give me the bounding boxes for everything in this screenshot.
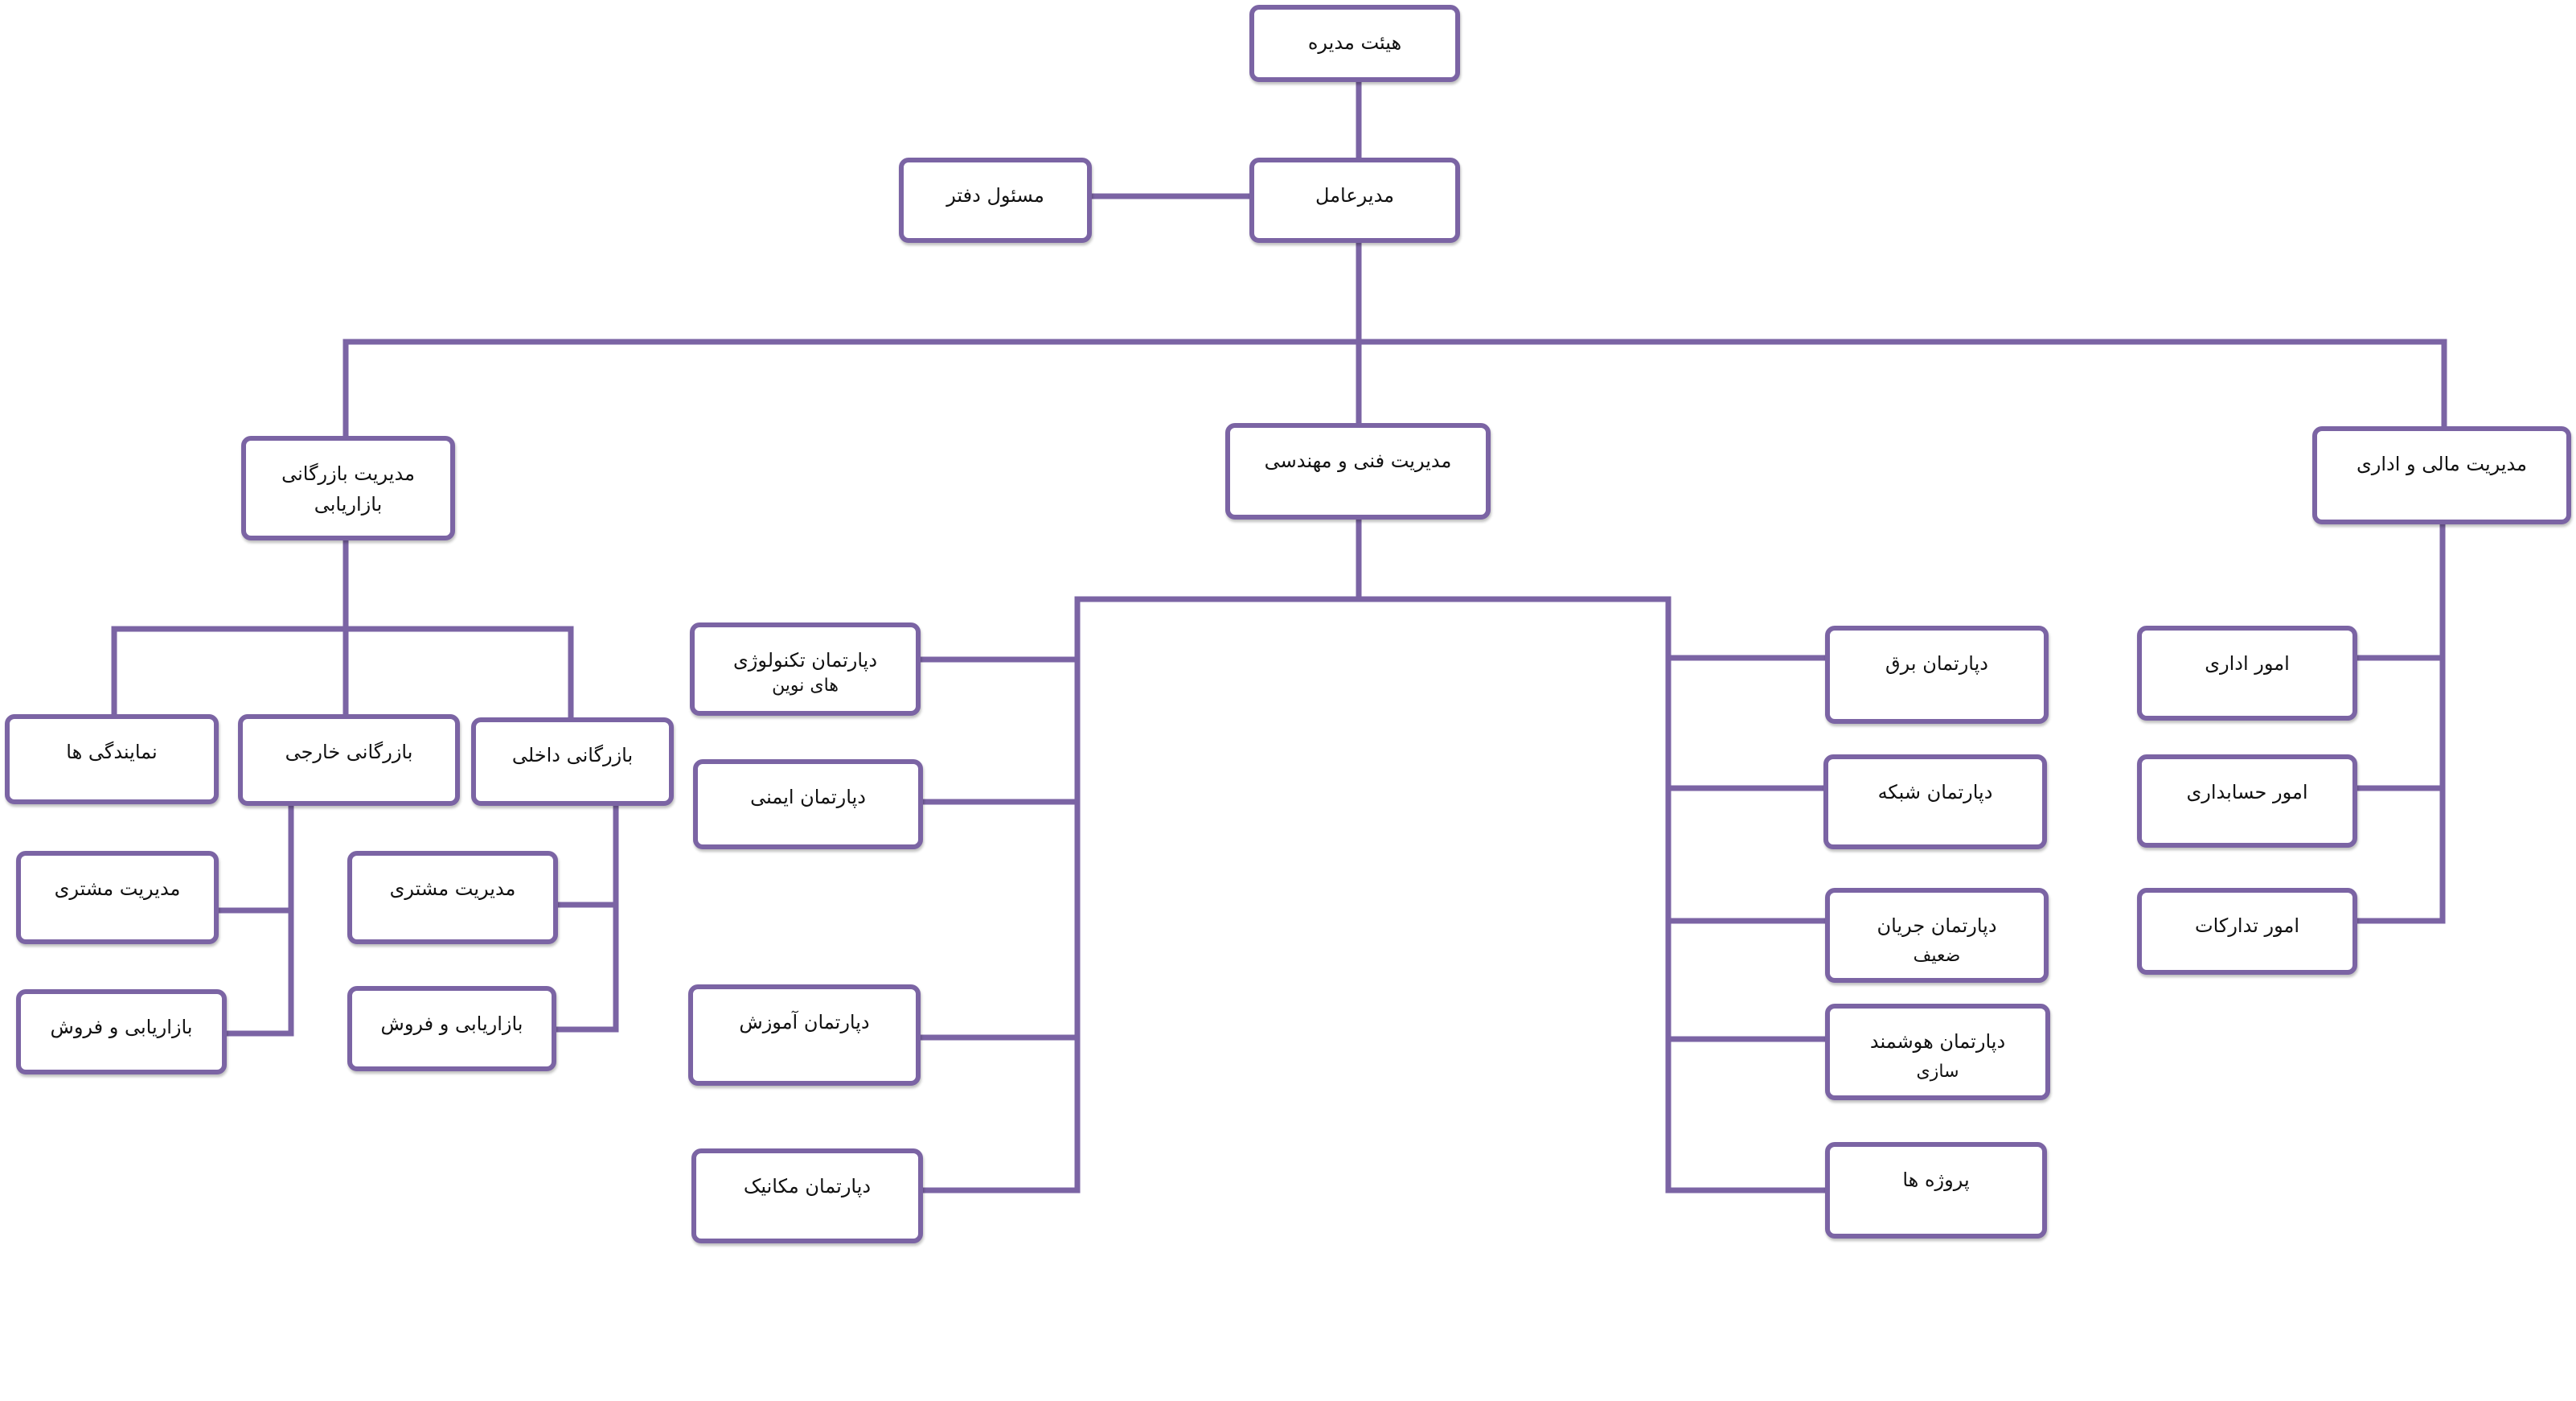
- technical-label: مدیریت فنی و مهندسی: [1264, 450, 1452, 472]
- domestic-customer-node: مدیریت مشتری: [347, 851, 558, 944]
- foreign-trade-label: بازرگانی خارجی: [285, 741, 413, 763]
- procurement-label: امور تدارکات: [2195, 914, 2300, 937]
- domestic-trade-node: بازرگانی داخلی: [471, 717, 674, 806]
- board-label: هیئت مدیره: [1307, 31, 1402, 54]
- electric-node: دپارتمان برق: [1825, 626, 2049, 724]
- foreign-trade-node: بازرگانی خارجی: [238, 714, 460, 806]
- admin-affairs-label: امور اداری: [2205, 652, 2290, 675]
- safety-label: دپارتمان ایمنی: [750, 786, 866, 808]
- mechanic-node: دپارتمان مکانیک: [691, 1148, 923, 1243]
- smart-label-line2: سازی: [1916, 1062, 1959, 1082]
- low-current-label-line2: ضعیف: [1913, 946, 1961, 966]
- foreign-sales-label: بازاریابی و فروش: [50, 1016, 193, 1038]
- low-current-label-line1: دپارتمان جریان: [1877, 914, 1997, 937]
- new-tech-node: دپارتمان تکنولوژی های نوین: [690, 622, 921, 716]
- agencies-node: نمایندگی ها: [5, 714, 219, 804]
- finance-node: مدیریت مالی و اداری: [2312, 426, 2571, 524]
- agencies-label: نمایندگی ها: [66, 741, 158, 763]
- foreign-customer-node: مدیریت مشتری: [16, 851, 219, 944]
- smart-label-line1: دپارتمان هوشمند: [1869, 1030, 2006, 1053]
- finance-label: مدیریت مالی و اداری: [2357, 453, 2527, 475]
- electric-label: دپارتمان برق: [1885, 652, 1988, 675]
- procurement-node: امور تدارکات: [2137, 888, 2357, 975]
- ceo-label: مدیرعامل: [1315, 184, 1395, 207]
- domestic-trade-label: بازرگانی داخلی: [511, 744, 634, 766]
- domestic-sales-label: بازاریابی و فروش: [380, 1013, 523, 1035]
- domestic-sales-node: بازاریابی و فروش: [347, 986, 556, 1071]
- safety-node: دپارتمان ایمنی: [693, 759, 923, 849]
- office-label: مسئول دفتر: [946, 184, 1044, 207]
- domestic-customer-label: مدیریت مشتری: [389, 877, 516, 900]
- technical-node: مدیریت فنی و مهندسی: [1225, 423, 1491, 520]
- mechanic-label: دپارتمان مکانیک: [743, 1175, 872, 1198]
- board-node: هیئت مدیره: [1249, 5, 1460, 82]
- low-current-node: دپارتمان جریان ضعیف: [1825, 888, 2049, 983]
- ceo-node: مدیرعامل: [1249, 158, 1460, 243]
- training-label: دپارتمان آموزش: [739, 1011, 870, 1033]
- admin-affairs-node: امور اداری: [2137, 626, 2357, 721]
- accounting-node: امور حسابداری: [2137, 754, 2357, 848]
- marketing-label-line1: مدیریت بازرگانی: [281, 462, 415, 485]
- marketing-node: مدیریت بازرگانی بازاریابی: [241, 436, 455, 540]
- new-tech-label-line1: دپارتمان تکنولوژی: [732, 649, 878, 672]
- new-tech-label-line2: های نوین: [772, 676, 839, 696]
- projects-label: پروژه ها: [1902, 1169, 1970, 1191]
- accounting-label: امور حسابداری: [2186, 781, 2308, 803]
- smart-node: دپارتمان هوشمند سازی: [1825, 1004, 2050, 1100]
- foreign-customer-label: مدیریت مشتری: [54, 877, 181, 900]
- network-label: دپارتمان شبکه: [1877, 781, 1993, 803]
- training-node: دپارتمان آموزش: [688, 984, 921, 1086]
- network-node: دپارتمان شبکه: [1823, 754, 2047, 849]
- projects-node: پروژه ها: [1825, 1142, 2047, 1239]
- foreign-sales-node: بازاریابی و فروش: [16, 989, 227, 1074]
- office-node: مسئول دفتر: [899, 158, 1092, 243]
- marketing-label-line2: بازاریابی: [314, 493, 383, 516]
